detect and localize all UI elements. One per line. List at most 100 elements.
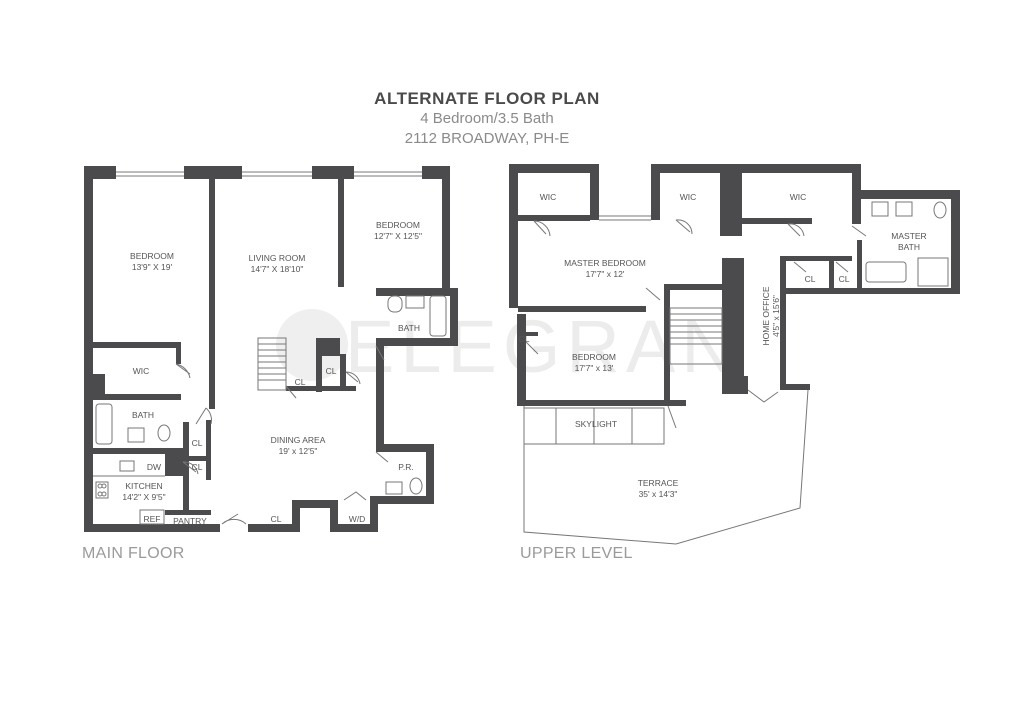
door-swing (835, 261, 849, 273)
wall (93, 374, 105, 394)
toilet (933, 201, 947, 219)
wall (370, 496, 432, 504)
wall (248, 524, 300, 532)
room-label: BEDROOM (376, 220, 420, 230)
wall (206, 420, 211, 480)
wall (664, 284, 670, 406)
toilet (409, 477, 423, 495)
main-floor-plan (84, 166, 458, 532)
closet-label: CL (192, 462, 203, 472)
room-label: WIC (790, 192, 807, 202)
room-size: 13'9" X 19' (132, 262, 173, 272)
sink (405, 295, 425, 309)
wall (292, 500, 330, 508)
shower (917, 257, 949, 287)
wall (742, 218, 812, 224)
room-size: 12'7" X 12'5" (374, 231, 422, 241)
wall (426, 444, 434, 504)
wall (93, 394, 181, 400)
room-label: BEDROOM (572, 352, 616, 362)
room-label: BATH (398, 323, 420, 333)
room-size: 19' x 12'5" (279, 446, 318, 456)
room-size: 35' x 14'3" (639, 489, 678, 499)
wall (722, 258, 744, 394)
door-swing (175, 363, 191, 379)
wall (780, 294, 786, 388)
closet-label: CL (295, 377, 306, 387)
stairs (257, 337, 287, 391)
door-swing (787, 223, 805, 237)
upper-level-labels: WIC WIC WIC MASTER BEDROOM 17'7" x 12' M… (519, 192, 927, 499)
upper-level-plan (509, 164, 960, 406)
bathtub (865, 261, 907, 283)
closet-label: CL (326, 366, 337, 376)
wall (664, 284, 722, 290)
wall (450, 288, 458, 344)
wall (651, 164, 861, 173)
upper-level-fixtures (523, 201, 949, 545)
room-label: MASTER BEDROOM (564, 258, 646, 268)
wall (780, 288, 960, 294)
wall (286, 386, 356, 391)
room-size: 14'2" X 9'5" (122, 492, 165, 502)
stove (95, 481, 109, 499)
door-swing (533, 220, 551, 237)
room-label: LIVING ROOM (249, 253, 306, 263)
room-label: BATH (898, 242, 920, 252)
closet-label: CL (271, 514, 282, 524)
wall (590, 164, 599, 220)
skylight (523, 407, 665, 445)
room-size: 14'7" X 18'10" (251, 264, 304, 274)
wall (518, 332, 538, 336)
room-label: MASTER (891, 231, 926, 241)
room-label: WIC (133, 366, 150, 376)
closet-label: CL (805, 274, 816, 284)
wall (651, 164, 660, 220)
sink (385, 481, 403, 495)
door-swing (221, 513, 247, 525)
refrigerator (139, 509, 165, 525)
wall (376, 288, 458, 296)
wall (370, 496, 378, 532)
terrace-outline (523, 389, 809, 545)
wall (780, 258, 786, 294)
door-swing (375, 451, 389, 463)
wall (316, 356, 322, 392)
room-label: WIC (680, 192, 697, 202)
wall (857, 240, 862, 294)
refrigerator-label: REF (144, 514, 161, 524)
toilet (387, 295, 403, 313)
wall (742, 376, 748, 394)
closet-label: CL (519, 334, 530, 344)
room-label: WIC (540, 192, 557, 202)
wall (330, 524, 378, 532)
door-swing (675, 219, 693, 235)
room-label: TERRACE (638, 478, 679, 488)
wall (330, 500, 338, 532)
door-swing (375, 345, 385, 361)
room-size: 4'5" x 15'6" (771, 295, 781, 337)
door-swing (182, 461, 199, 475)
door-swing (345, 371, 361, 385)
closet-label: CL (192, 438, 203, 448)
skylight-label: SKYLIGHT (575, 419, 617, 429)
watermark-text: ELEGRAN (345, 305, 741, 388)
room-label: P.R. (398, 462, 413, 472)
wall (316, 338, 340, 356)
main-floor-labels: BEDROOM 13'9" X 19' LIVING ROOM 14'7" X … (122, 220, 422, 526)
plan-title: ALTERNATE FLOOR PLAN (374, 89, 600, 108)
room-label: KITCHEN (125, 481, 162, 491)
sink (119, 460, 135, 472)
wall (509, 164, 518, 308)
wall (84, 524, 220, 532)
door-swing (747, 389, 779, 403)
wall (340, 354, 346, 388)
sink (895, 201, 913, 217)
wall (517, 400, 675, 406)
main-floor-label: MAIN FLOOR (82, 545, 185, 562)
wall (509, 164, 599, 173)
wall (165, 454, 185, 476)
bathtub (429, 295, 447, 337)
room-label: BEDROOM (130, 251, 174, 261)
